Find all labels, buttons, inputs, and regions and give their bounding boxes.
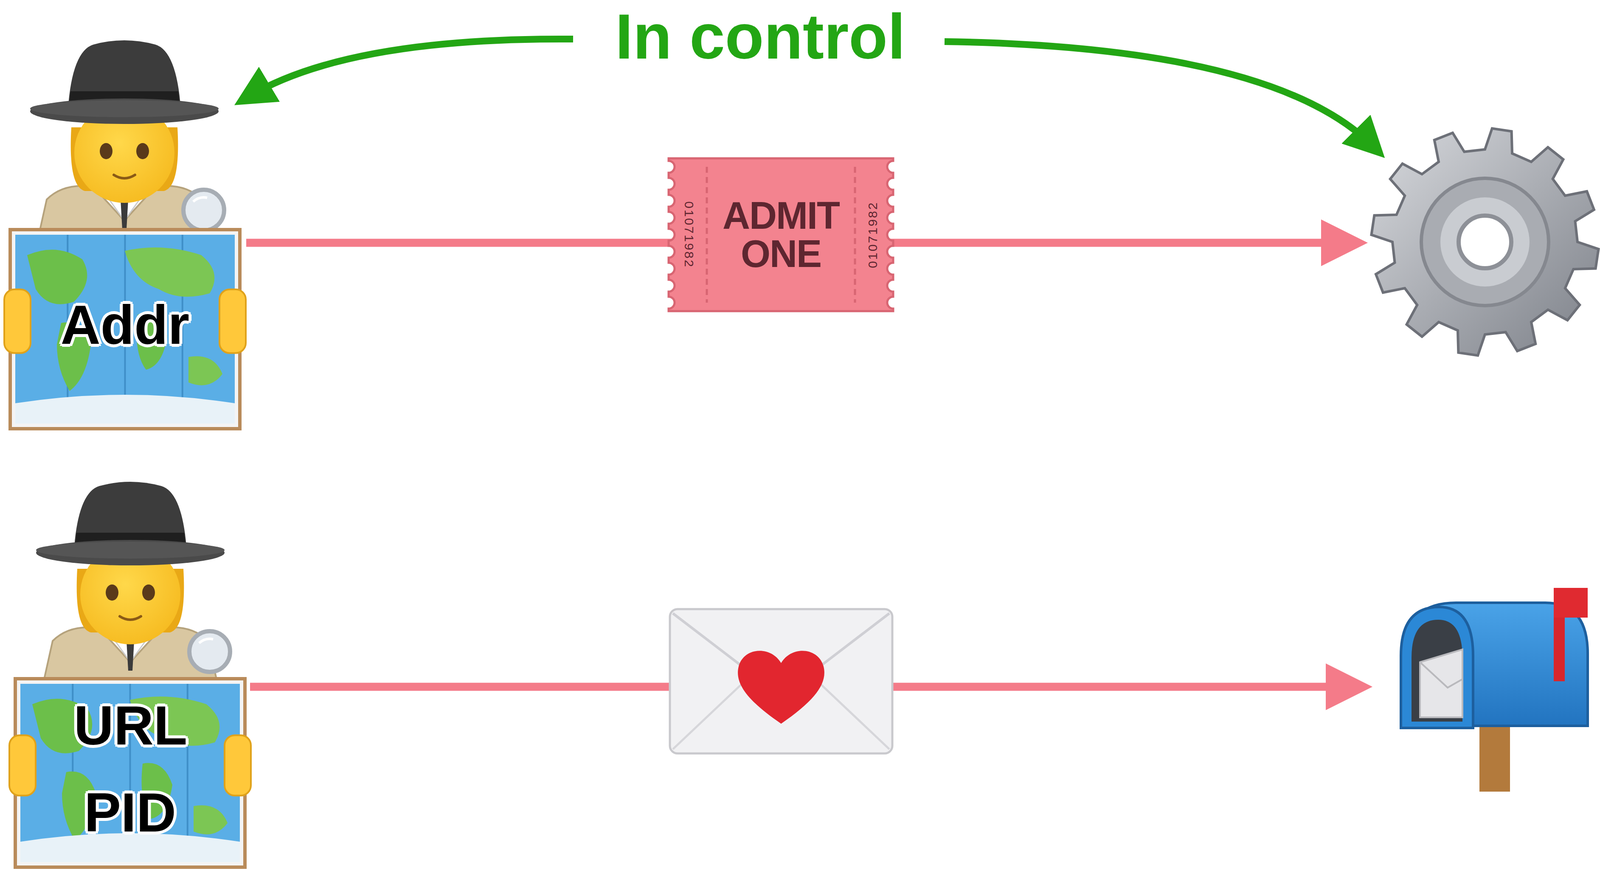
mailbox-icon: [1400, 587, 1588, 792]
ticket-number: 01071982: [681, 201, 697, 268]
gear-icon: [1371, 128, 1599, 356]
control-label: In control: [604, 1, 916, 72]
map-label: URL PID: [73, 682, 187, 857]
control-arrow: [248, 39, 574, 97]
control-arrow: [944, 41, 1374, 147]
map-node: Addr: [10, 229, 240, 429]
ticket-number: 01071982: [865, 201, 881, 268]
detective-figure: [30, 40, 225, 238]
envelope-icon: [669, 609, 893, 754]
map-node: URL PID: [15, 678, 245, 868]
ticket: ADMIT ONE 01071982 01071982: [668, 158, 894, 312]
ticket-text: ADMIT ONE: [722, 196, 840, 273]
map-label: Addr: [60, 281, 190, 369]
arrowhead: [1325, 663, 1373, 711]
detective-figure: [36, 481, 231, 680]
gear-icon: [1371, 128, 1599, 356]
arrowhead: [1321, 219, 1368, 267]
